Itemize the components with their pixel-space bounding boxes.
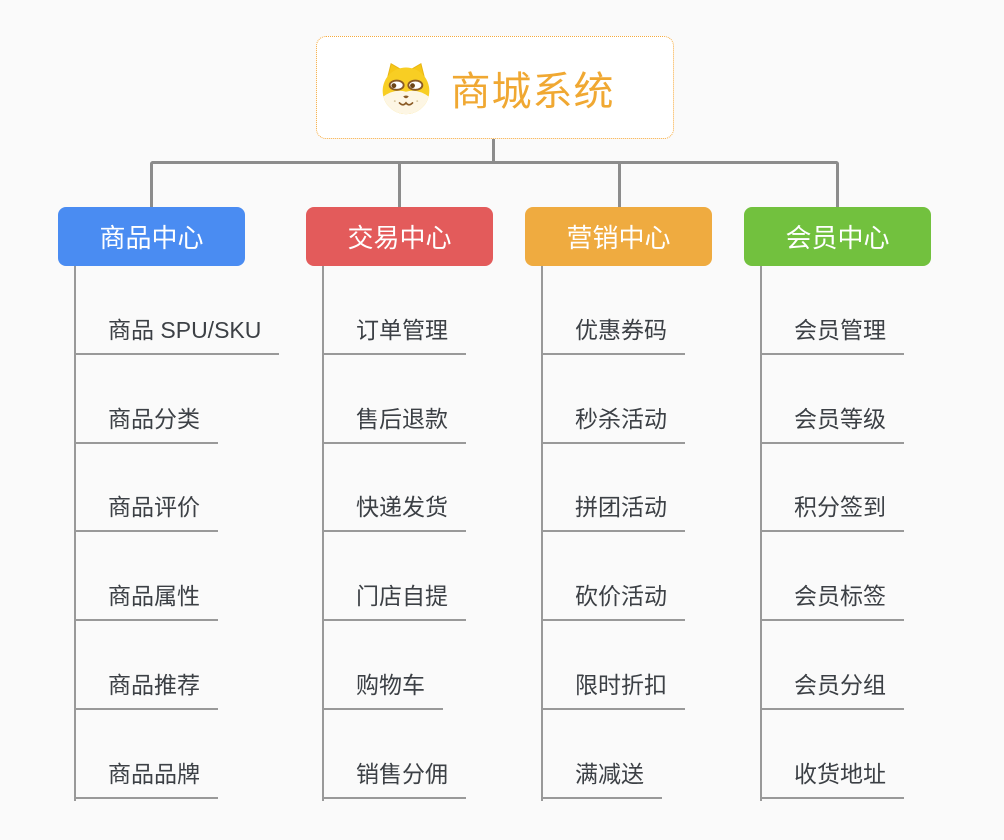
connector-root-stub	[492, 139, 495, 162]
child-node[interactable]: 拼团活动	[541, 492, 685, 532]
branch-header-marketing-center[interactable]: 营销中心	[525, 207, 712, 266]
connector-drop-marketing	[618, 161, 621, 207]
child-node[interactable]: 商品推荐	[74, 670, 218, 710]
branch-header-member-center[interactable]: 会员中心	[744, 207, 931, 266]
child-node[interactable]: 会员分组	[760, 670, 904, 710]
dog-face-icon	[382, 62, 429, 114]
child-node[interactable]: 秒杀活动	[541, 404, 685, 444]
child-node[interactable]: 收货地址	[760, 759, 904, 799]
child-node[interactable]: 快递发货	[322, 492, 466, 532]
connector-drop-trade	[398, 161, 401, 207]
child-node[interactable]: 商品分类	[74, 404, 218, 444]
child-node[interactable]: 限时折扣	[541, 670, 685, 710]
branch-member-center: 会员中心 会员管理 会员等级 积分签到 会员标签 会员分组 收货地址	[744, 207, 1004, 807]
branch-trunk-line	[74, 266, 76, 801]
branch-trade-center: 交易中心 订单管理 售后退款 快递发货 门店自提 购物车 销售分佣	[306, 207, 566, 807]
connector-bus-line	[150, 161, 839, 207]
child-node[interactable]: 会员管理	[760, 315, 904, 355]
child-node[interactable]: 会员标签	[760, 581, 904, 621]
child-node[interactable]: 积分签到	[760, 492, 904, 532]
child-node[interactable]: 购物车	[322, 670, 443, 710]
root-node-mall-system[interactable]: 商城系统	[316, 36, 674, 139]
child-node[interactable]: 售后退款	[322, 404, 466, 444]
child-node[interactable]: 销售分佣	[322, 759, 466, 799]
branch-marketing-center: 营销中心 优惠券码 秒杀活动 拼团活动 砍价活动 限时折扣 满减送	[525, 207, 785, 807]
child-node[interactable]: 商品品牌	[74, 759, 218, 799]
child-node[interactable]: 会员等级	[760, 404, 904, 444]
branch-product-center: 商品中心 商品 SPU/SKU 商品分类 商品评价 商品属性 商品推荐 商品品牌	[58, 207, 318, 807]
branch-trunk-line	[322, 266, 324, 801]
root-node-label: 商城系统	[450, 69, 615, 114]
branch-trunk-line	[541, 266, 543, 801]
child-node[interactable]: 满减送	[541, 759, 662, 799]
child-node[interactable]: 门店自提	[322, 581, 466, 621]
child-node[interactable]: 砍价活动	[541, 581, 685, 621]
branch-header-product-center[interactable]: 商品中心	[58, 207, 245, 266]
child-node[interactable]: 商品 SPU/SKU	[74, 315, 280, 355]
child-node[interactable]: 订单管理	[322, 315, 466, 355]
child-node[interactable]: 商品属性	[74, 581, 218, 621]
child-node[interactable]: 优惠券码	[541, 315, 685, 355]
branch-header-trade-center[interactable]: 交易中心	[306, 207, 493, 266]
branch-trunk-line	[760, 266, 762, 801]
child-node[interactable]: 商品评价	[74, 492, 218, 532]
